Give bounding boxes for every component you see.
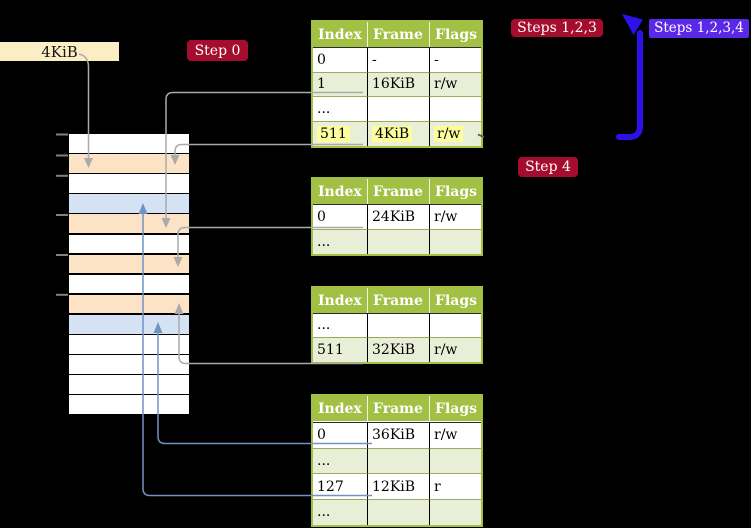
badge-step-4: Step 4 <box>518 157 578 177</box>
memory-frame-white <box>69 234 189 254</box>
table-cell: 0 <box>313 204 368 229</box>
table-cell <box>430 499 481 525</box>
page-table-c: Index Frame Flags ... 511 32KiB r/w <box>311 286 483 364</box>
table-cell: ... <box>313 229 368 254</box>
table-cell: 12KiB <box>368 473 430 499</box>
memory-frame-white <box>69 134 189 153</box>
memory-frame-blue <box>69 194 189 213</box>
page-table-a: Index Frame Flags 0 - - 1 16KiB r/w ... … <box>311 20 483 148</box>
table-cell: - <box>368 46 430 72</box>
memory-ticks <box>56 133 68 296</box>
table-cell: 511 <box>313 337 368 362</box>
memory-frame-orange <box>69 294 189 314</box>
memory-frame-white <box>69 274 189 294</box>
page-table-b: Index Frame Flags 0 24KiB r/w ... <box>311 177 483 256</box>
table-cell <box>368 96 430 121</box>
table-cell <box>368 499 430 525</box>
table-cell <box>430 229 481 254</box>
table-cell: r/w <box>430 337 481 362</box>
page-table-d: Index Frame Flags 0 36KiB r/w ... 127 12… <box>311 394 483 527</box>
memory-frame-white <box>69 375 189 394</box>
highlight-text: 511 <box>317 125 350 142</box>
badge-steps-1-2-3-4: Steps 1,2,3,4 <box>649 19 749 38</box>
table-cell: 0 <box>313 421 368 448</box>
table-cell: r/w <box>430 421 481 448</box>
table-cell: 1 <box>313 71 368 97</box>
table-cell: ... <box>313 447 368 474</box>
memory-frame-white <box>69 174 189 193</box>
table-cell: 24KiB <box>368 204 430 229</box>
table-cell <box>430 447 481 474</box>
memory-frame-orange <box>69 154 189 173</box>
memory-frame-white <box>69 395 189 414</box>
frame-size-label: 4KiB <box>0 42 119 61</box>
column-header-flags: Flags <box>430 22 481 47</box>
table-cell <box>430 96 481 121</box>
column-header-frame: Frame <box>368 179 430 204</box>
physical-memory-stack <box>68 133 190 415</box>
table-cell <box>430 312 481 337</box>
table-cell: r <box>430 473 481 499</box>
table-cell: ... <box>313 499 368 525</box>
table-cell-highlighted: 511 <box>313 121 368 146</box>
memory-frame-blue <box>69 314 189 334</box>
column-header-index: Index <box>313 396 368 421</box>
memory-frame-white <box>69 355 189 374</box>
table-cell: 16KiB <box>368 71 430 97</box>
column-header-index: Index <box>313 179 368 204</box>
arrow-loop-steps <box>616 14 643 140</box>
highlight-text: 4KiB <box>372 125 413 142</box>
table-cell-highlighted: r/w <box>430 121 481 146</box>
table-cell: ... <box>313 312 368 337</box>
table-cell: 0 <box>313 46 368 72</box>
column-header-index: Index <box>313 288 368 313</box>
table-cell <box>368 447 430 474</box>
table-cell-highlighted: 4KiB <box>368 121 430 146</box>
badge-step-0: Step 0 <box>187 40 248 61</box>
memory-frame-orange <box>69 214 189 234</box>
table-cell: 32KiB <box>368 337 430 362</box>
badge-steps-1-2-3: Steps 1,2,3 <box>511 19 603 37</box>
table-cell: 36KiB <box>368 421 430 448</box>
column-header-index: Index <box>313 22 368 47</box>
highlight-text: r/w <box>434 125 464 142</box>
column-header-flags: Flags <box>430 288 481 313</box>
table-cell: r/w <box>430 71 481 97</box>
column-header-frame: Frame <box>368 288 430 313</box>
table-cell: ... <box>313 96 368 121</box>
column-header-frame: Frame <box>368 22 430 47</box>
table-cell <box>368 312 430 337</box>
column-header-flags: Flags <box>430 179 481 204</box>
table-cell <box>368 229 430 254</box>
memory-frame-white <box>69 335 189 354</box>
table-cell: r/w <box>430 204 481 229</box>
table-cell: 127 <box>313 473 368 499</box>
memory-frame-orange <box>69 254 189 274</box>
column-header-frame: Frame <box>368 396 430 421</box>
table-cell: - <box>430 46 481 72</box>
column-header-flags: Flags <box>430 396 481 421</box>
